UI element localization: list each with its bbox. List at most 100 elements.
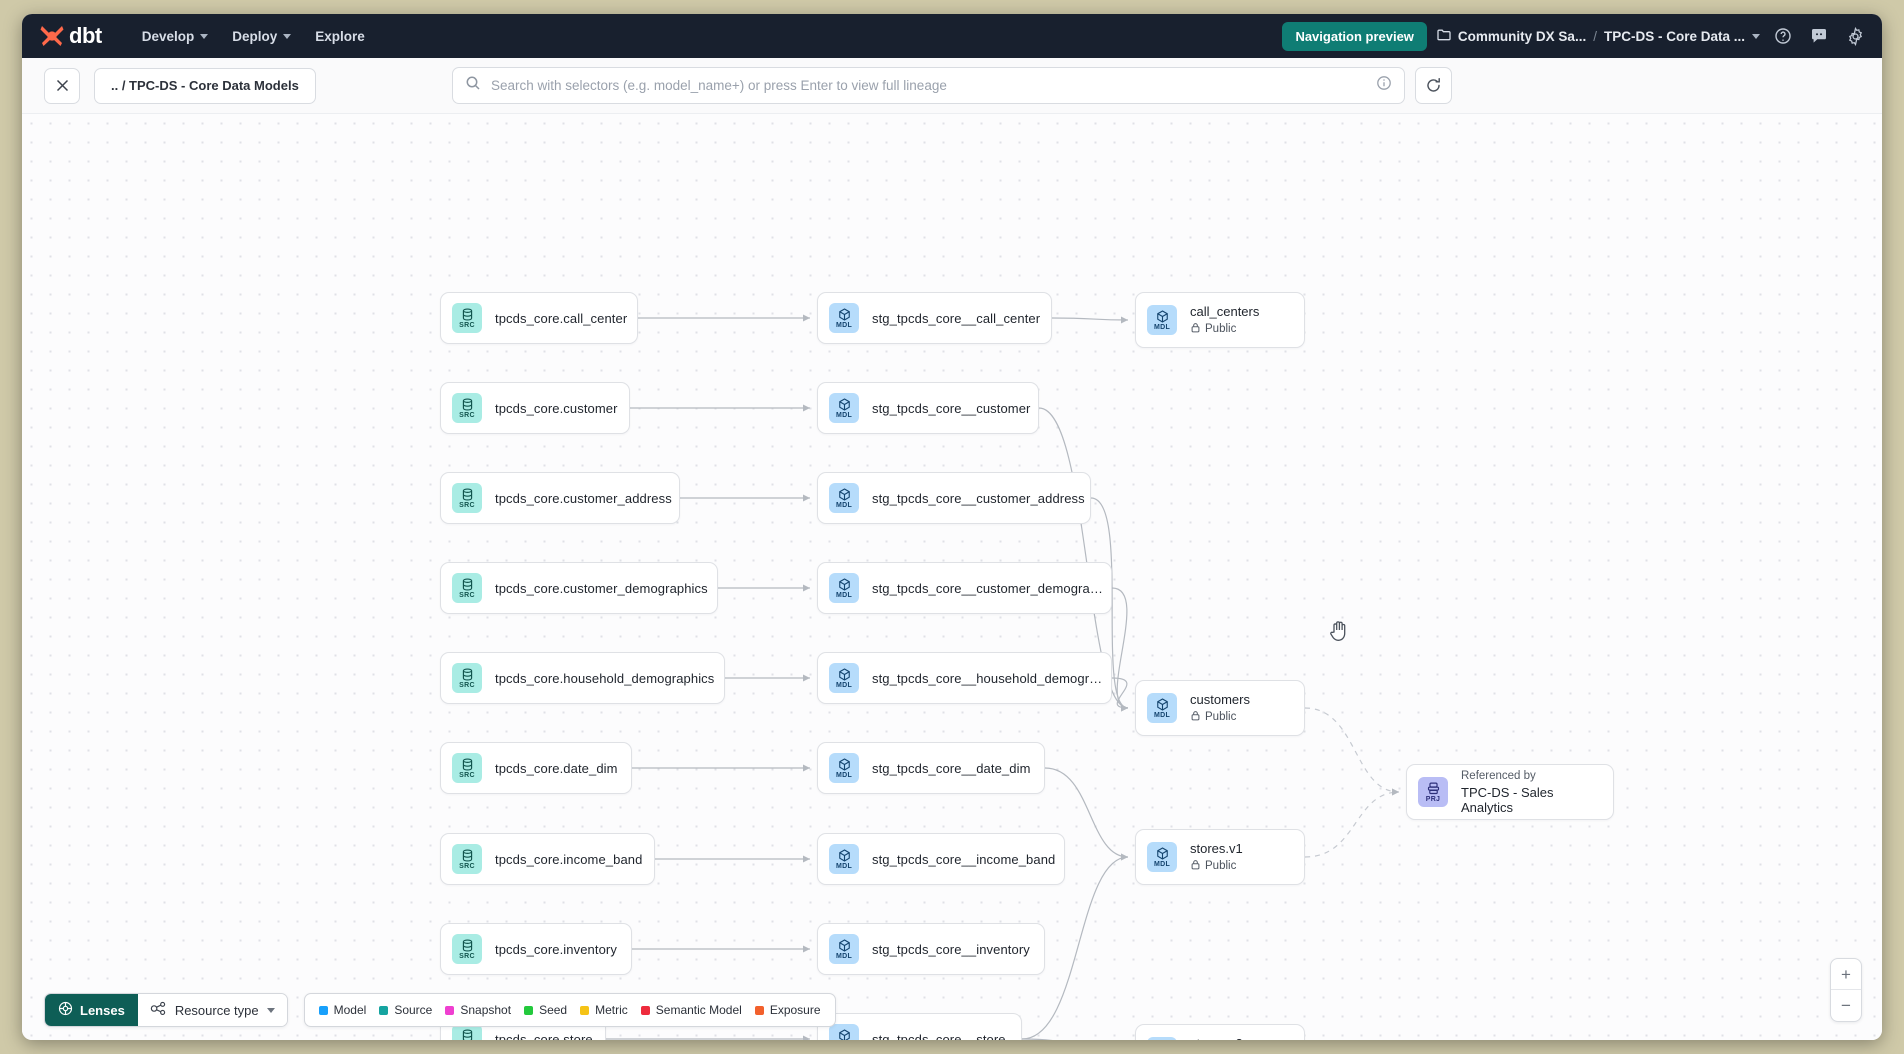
help-icon[interactable]: [1770, 23, 1796, 49]
legend-item[interactable]: Snapshot: [445, 1003, 511, 1017]
node-access: Public: [1190, 322, 1259, 336]
lineage-edge: [1051, 316, 1129, 324]
mdl-glyph-icon: [838, 938, 851, 952]
badge-tag: MDL: [835, 411, 853, 419]
refresh-button[interactable]: [1415, 67, 1452, 104]
chevron-down-icon[interactable]: [1752, 33, 1760, 39]
legend-item[interactable]: Seed: [524, 1003, 567, 1017]
navigation-preview-button[interactable]: Navigation preview: [1282, 21, 1427, 51]
resource-type-button[interactable]: Resource type: [137, 994, 287, 1026]
zoom-in-button[interactable]: +: [1831, 959, 1861, 990]
node-title: customers: [1190, 692, 1250, 707]
legend-label: Semantic Model: [655, 1003, 742, 1017]
chevron-down-icon: [283, 33, 292, 39]
node-label: tpcds_core.customer: [495, 400, 618, 416]
legend-item[interactable]: Source: [379, 1003, 432, 1017]
lineage-node[interactable]: MDL stg_tpcds_core__household_demogr…: [817, 652, 1112, 704]
mdl-glyph-icon: [838, 397, 851, 411]
node-title: call_centers: [1190, 304, 1260, 319]
legend-swatch: [754, 1005, 764, 1015]
legend-label: Model: [333, 1003, 367, 1017]
legend-item[interactable]: Semantic Model: [640, 1003, 742, 1017]
lenses-icon: [58, 1001, 73, 1019]
node-title: TPC-DS - Sales Analytics: [1461, 784, 1554, 815]
badge-tag: PRJ: [1425, 795, 1441, 803]
mdl-glyph-icon: [1156, 697, 1169, 711]
src-badge-icon: SRC: [452, 393, 482, 423]
nav-item-explore-label: Explore: [315, 28, 365, 44]
badge-tag: MDL: [835, 681, 853, 689]
settings-icon[interactable]: [1842, 23, 1868, 49]
close-button[interactable]: [44, 67, 80, 104]
src-glyph-icon: [461, 397, 474, 411]
lineage-node[interactable]: MDL stg_tpcds_core__customer_address: [817, 472, 1091, 524]
node-access-label: Public: [1205, 711, 1237, 723]
legend-swatch: [580, 1005, 590, 1015]
mdl-glyph-icon: [838, 757, 851, 771]
lineage-node[interactable]: SRC tpcds_core.call_center: [440, 292, 638, 344]
search-input[interactable]: [491, 78, 1366, 93]
resource-type-label: Resource type: [174, 1002, 259, 1018]
lineage-node[interactable]: SRC tpcds_core.customer: [440, 382, 630, 434]
search-area: [452, 67, 1452, 104]
lineage-breadcrumb[interactable]: .. / TPC-DS - Core Data Models: [94, 67, 316, 104]
mdl-glyph-icon: [838, 577, 851, 591]
src-badge-icon: SRC: [452, 844, 482, 874]
node-label: stg_tpcds_core__household_demogr…: [872, 670, 1103, 686]
node-label: stg_tpcds_core__customer_address: [872, 490, 1085, 506]
nav-item-deploy[interactable]: Deploy: [220, 23, 303, 50]
legend-item[interactable]: Exposure: [754, 1003, 821, 1017]
account-name[interactable]: Community DX Sa...: [1457, 28, 1587, 44]
badge-tag: MDL: [1153, 323, 1171, 331]
nav-item-develop[interactable]: Develop: [130, 23, 221, 50]
legend-swatch: [640, 1005, 650, 1015]
legend-swatch: [445, 1005, 455, 1015]
badge-tag: MDL: [835, 501, 853, 509]
prj-badge-icon: PRJ: [1418, 777, 1448, 807]
lock-icon: [1190, 322, 1201, 336]
legend-item[interactable]: Metric: [580, 1003, 628, 1017]
dbt-logo[interactable]: dbt: [38, 23, 102, 49]
legend-item[interactable]: Model: [318, 1003, 367, 1017]
resource-legend: Model Source Snapshot Seed Metric Semantic Mo…: [303, 993, 836, 1027]
mdl-glyph-icon: [838, 667, 851, 681]
badge-tag: SRC: [459, 411, 475, 419]
search-container[interactable]: [452, 67, 1405, 104]
feedback-icon[interactable]: [1806, 23, 1832, 49]
zoom-controls: + −: [1830, 958, 1862, 1022]
badge-tag: SRC: [459, 771, 475, 779]
mdl-badge-icon: MDL: [829, 393, 859, 423]
zoom-out-button[interactable]: −: [1841, 996, 1851, 1015]
node-label: tpcds_core.call_center: [495, 310, 628, 326]
badge-tag: SRC: [459, 321, 475, 329]
badge-tag: SRC: [459, 501, 475, 509]
project-name[interactable]: TPC-DS - Core Data ...: [1603, 28, 1745, 44]
breadcrumb-separator: /: [1593, 28, 1597, 44]
info-icon[interactable]: [1376, 75, 1392, 96]
src-badge-icon: SRC: [452, 1024, 482, 1040]
lenses-button[interactable]: Lenses: [45, 994, 138, 1026]
node-label: stg_tpcds_core__inventory: [872, 941, 1030, 957]
mdl-badge-icon: MDL: [829, 1024, 859, 1040]
nav-item-explore[interactable]: Explore: [303, 23, 377, 50]
